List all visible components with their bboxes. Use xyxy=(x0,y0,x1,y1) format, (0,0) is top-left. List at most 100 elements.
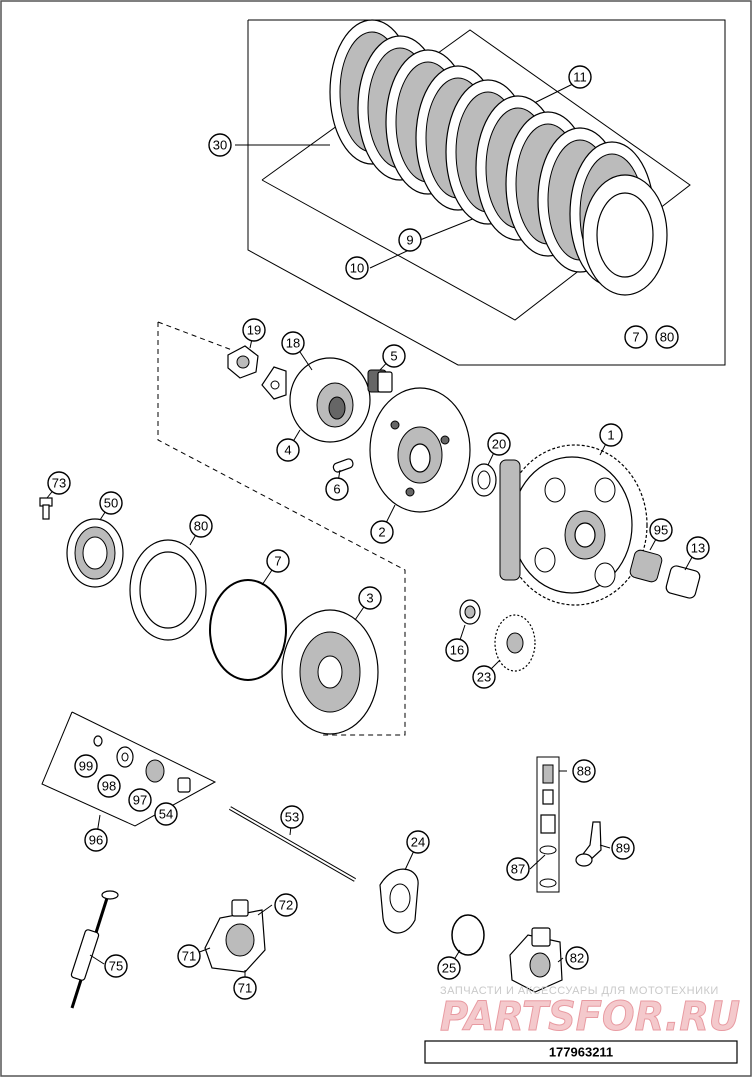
callout-5: 5 xyxy=(382,344,406,368)
clutch-plate-kit-group xyxy=(235,19,726,366)
svg-text:30: 30 xyxy=(213,138,227,153)
callout-3: 3 xyxy=(358,586,382,610)
svg-text:50: 50 xyxy=(104,496,118,511)
svg-text:98: 98 xyxy=(102,779,116,794)
callout-89: 89 xyxy=(611,836,635,860)
nut-19 xyxy=(227,345,259,379)
svg-text:23: 23 xyxy=(477,670,491,685)
callout-98: 98 xyxy=(97,774,121,798)
svg-text:13: 13 xyxy=(691,541,705,556)
bushing-13 xyxy=(665,565,701,599)
svg-text:7: 7 xyxy=(274,554,281,569)
nut-16 xyxy=(459,599,481,625)
banjo-bolt-88 xyxy=(536,756,560,893)
svg-text:96: 96 xyxy=(89,833,103,848)
callout-53: 53 xyxy=(280,805,304,829)
svg-text:10: 10 xyxy=(350,261,364,276)
svg-text:1: 1 xyxy=(607,428,614,443)
drawing-id-box: 177963211 xyxy=(424,1040,738,1064)
callout-88: 88 xyxy=(572,759,596,783)
callout-23: 23 xyxy=(472,665,496,689)
callout-95: 95 xyxy=(649,518,673,542)
svg-text:71: 71 xyxy=(238,981,252,996)
wire-ring-7 xyxy=(209,579,287,681)
svg-text:24: 24 xyxy=(411,835,425,850)
svg-text:54: 54 xyxy=(159,807,173,822)
svg-text:3: 3 xyxy=(366,591,373,606)
pressure-plate-group-boundary xyxy=(157,322,406,736)
callout-2: 2 xyxy=(370,520,394,544)
callout-24: 24 xyxy=(406,830,430,854)
svg-text:80: 80 xyxy=(194,519,208,534)
callout-20: 20 xyxy=(487,432,511,456)
svg-text:89: 89 xyxy=(616,841,630,856)
callout-18: 18 xyxy=(281,331,305,355)
callout-13: 13 xyxy=(686,536,710,560)
callout-72: 72 xyxy=(274,893,298,917)
svg-text:PARTSFOR.RU: PARTSFOR.RU xyxy=(440,994,740,1040)
callout-10: 10 xyxy=(345,256,369,280)
gasket-24 xyxy=(379,868,419,934)
svg-text:82: 82 xyxy=(570,951,584,966)
gear-23 xyxy=(494,614,536,672)
svg-text:5: 5 xyxy=(390,349,397,364)
svg-text:97: 97 xyxy=(133,793,147,808)
svg-text:71: 71 xyxy=(182,949,196,964)
svg-text:73: 73 xyxy=(52,476,66,491)
push-rod-53 xyxy=(229,806,356,882)
svg-text:95: 95 xyxy=(654,523,668,538)
svg-text:6: 6 xyxy=(333,482,340,497)
callout-19: 19 xyxy=(242,318,266,342)
svg-text:11: 11 xyxy=(573,70,587,85)
callout-25: 25 xyxy=(437,956,461,980)
svg-text:25: 25 xyxy=(442,961,456,976)
clutch-basket-inner-2 xyxy=(369,387,471,513)
svg-text:87: 87 xyxy=(511,862,525,877)
svg-text:99: 99 xyxy=(79,759,93,774)
drawing-id: 177963211 xyxy=(549,1045,613,1060)
clutch-hub-4 xyxy=(289,357,371,443)
callout-7-kit: 7 xyxy=(624,325,648,349)
callout-11: 11 xyxy=(568,65,592,89)
svg-text:4: 4 xyxy=(284,443,291,458)
slave-cylinder-82 xyxy=(509,927,563,993)
callout-75: 75 xyxy=(104,954,128,978)
svg-text:19: 19 xyxy=(247,323,261,338)
callout-97: 97 xyxy=(128,788,152,812)
clutch-plates-stack xyxy=(329,19,668,296)
banjo-fitting-89 xyxy=(575,821,602,867)
callout-82: 82 xyxy=(565,946,589,970)
callout-4: 4 xyxy=(276,438,300,462)
svg-text:88: 88 xyxy=(577,764,591,779)
damper-5 xyxy=(367,369,393,393)
svg-text:72: 72 xyxy=(279,898,293,913)
callout-50: 50 xyxy=(99,491,123,515)
callout-6: 6 xyxy=(325,477,349,501)
thrust-washer-20 xyxy=(471,463,497,497)
primary-gear-basket-1 xyxy=(499,444,648,606)
callout-30: 30 xyxy=(208,133,232,157)
callout-80-kit: 80 xyxy=(655,325,679,349)
bleeder-tool-75 xyxy=(70,890,119,1009)
callout-54: 54 xyxy=(154,802,178,826)
callout-1: 1 xyxy=(599,423,623,447)
svg-text:16: 16 xyxy=(450,643,464,658)
callout-99: 99 xyxy=(74,754,98,778)
svg-text:9: 9 xyxy=(406,233,413,248)
svg-text:18: 18 xyxy=(286,336,300,351)
callout-71-left: 71 xyxy=(177,944,201,968)
svg-text:7: 7 xyxy=(632,330,639,345)
callout-80: 80 xyxy=(189,514,213,538)
pin-6 xyxy=(332,458,354,473)
svg-text:ЗАПЧАСТИ И АКСЕССУАРЫ ДЛЯ МОТО: ЗАПЧАСТИ И АКСЕССУАРЫ ДЛЯ МОТОТЕХНИКИ xyxy=(440,985,719,997)
svg-text:80: 80 xyxy=(660,330,674,345)
svg-text:53: 53 xyxy=(285,810,299,825)
callout-87: 87 xyxy=(506,857,530,881)
release-bearing-kit-96 xyxy=(41,711,217,827)
watermark: ЗАПЧАСТИ И АКСЕССУАРЫ ДЛЯ МОТОТЕХНИКИ PA… xyxy=(440,985,741,1041)
callout-71-bottom: 71 xyxy=(233,976,257,1000)
svg-text:2: 2 xyxy=(378,525,385,540)
callout-16: 16 xyxy=(445,638,469,662)
